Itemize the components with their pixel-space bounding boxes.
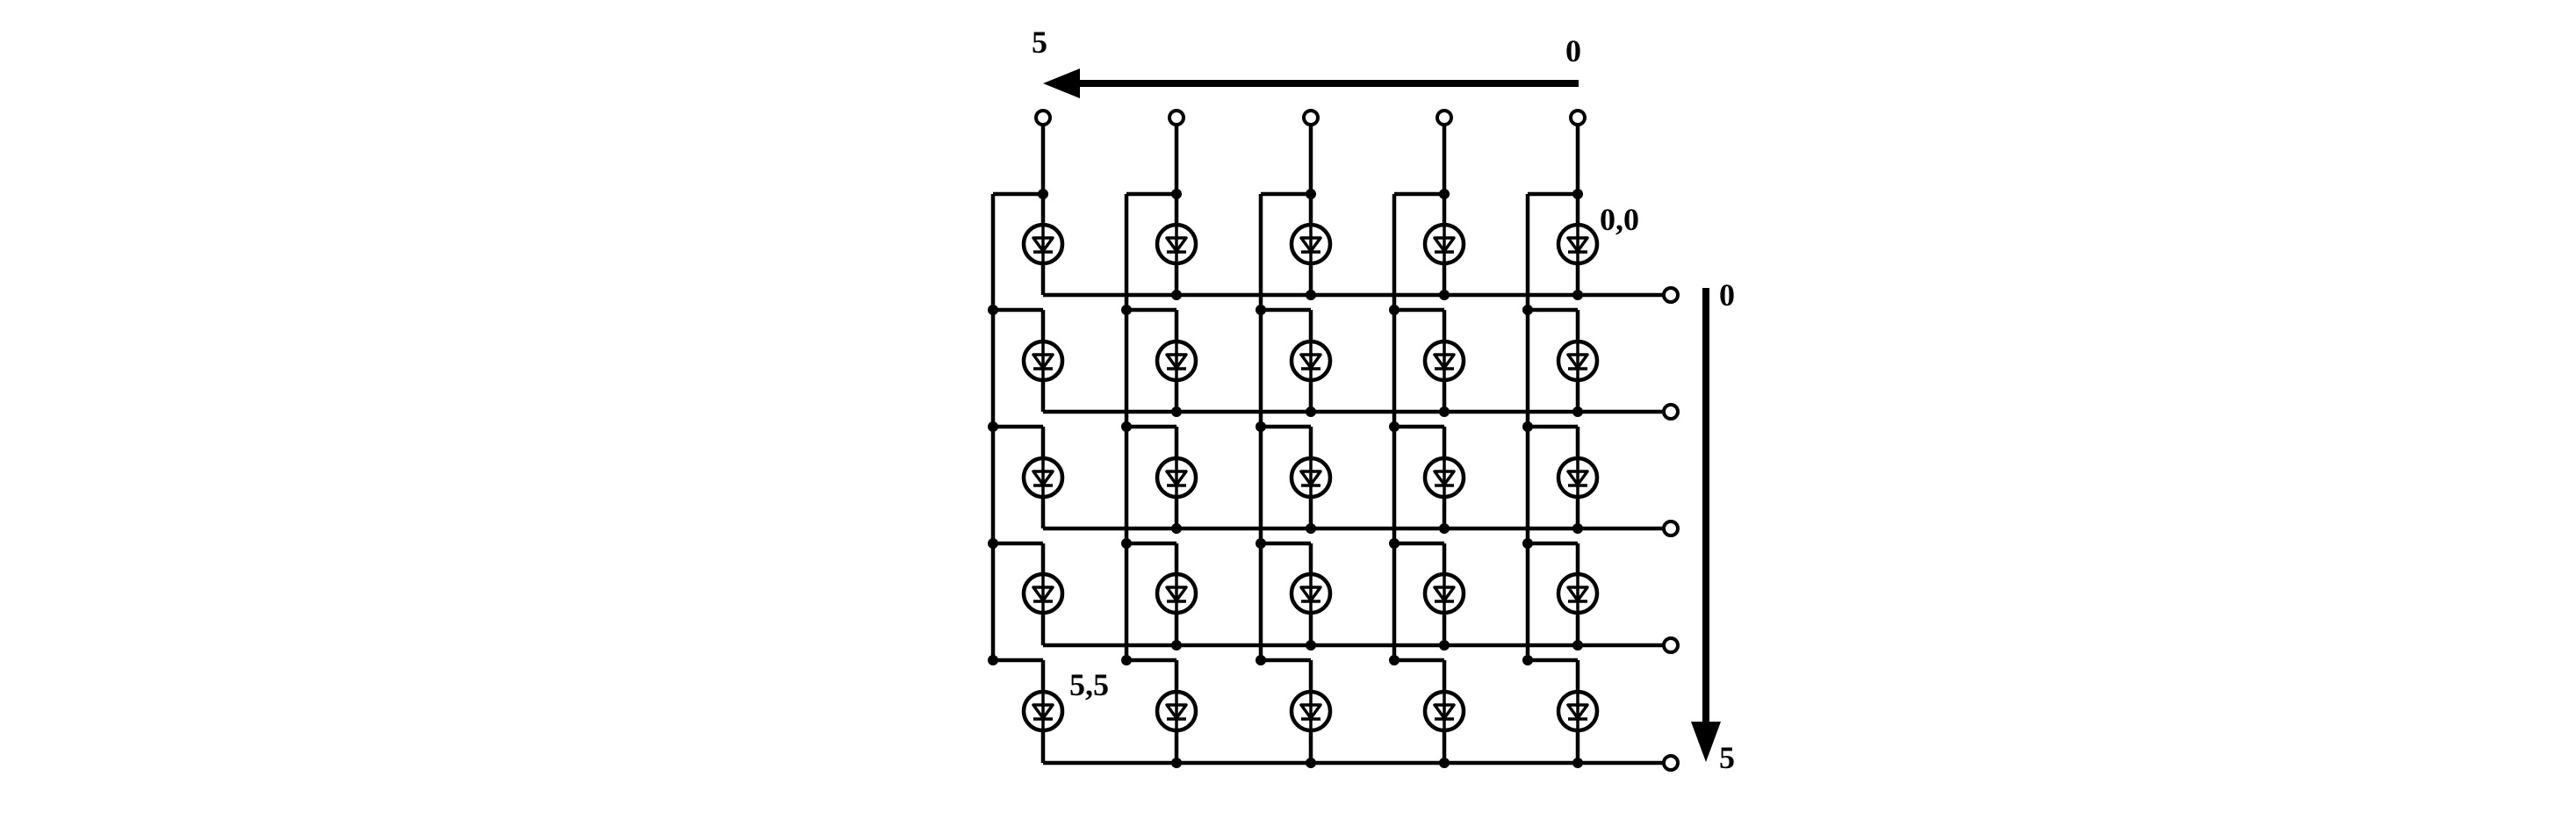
junction-dot — [1256, 538, 1266, 549]
led-icon — [1021, 222, 1065, 266]
junction-dot — [1306, 640, 1316, 651]
led-icon — [1021, 572, 1065, 615]
junction-dot — [1038, 189, 1048, 199]
column-axis-start-label: 0 — [1565, 33, 1581, 68]
led-icon — [1422, 456, 1466, 500]
junction-dot — [1171, 640, 1182, 651]
led-icon — [1556, 456, 1600, 500]
junction-dot — [1439, 758, 1450, 768]
junction-dot — [1389, 538, 1400, 549]
junction-dot — [988, 305, 998, 315]
led-icon — [1289, 222, 1333, 266]
junction-dot — [1171, 758, 1182, 768]
junction-dot — [1121, 305, 1132, 315]
junction-dot — [1389, 305, 1400, 315]
led-icon — [1422, 222, 1466, 266]
junction-dot — [1439, 523, 1450, 534]
column-terminal — [1034, 109, 1052, 126]
junction-dot — [1121, 421, 1132, 432]
led-icon — [1155, 689, 1198, 733]
row-terminal — [1662, 754, 1680, 772]
junction-dot — [1572, 189, 1583, 199]
column-terminal — [1302, 109, 1320, 126]
led-icon — [1155, 572, 1198, 615]
junction-dot — [1171, 406, 1182, 417]
junction-dot — [1121, 538, 1132, 549]
led-icon — [1289, 456, 1333, 500]
junction-dot — [1171, 523, 1182, 534]
junction-dots — [988, 189, 1583, 768]
led-grid — [1021, 222, 1600, 733]
junction-dot — [1389, 421, 1400, 432]
led-icon — [1289, 572, 1333, 615]
junction-dot — [1306, 523, 1316, 534]
terminals — [1034, 109, 1680, 772]
junction-dot — [988, 655, 998, 665]
led-icon — [1422, 339, 1466, 383]
junction-dot — [1522, 655, 1533, 665]
junction-dot — [1439, 189, 1450, 199]
junction-dot — [1572, 406, 1583, 417]
led-icon — [1556, 572, 1600, 615]
column-terminal — [1436, 109, 1453, 126]
junction-dot — [1306, 406, 1316, 417]
led-icon — [1556, 222, 1600, 266]
junction-dot — [1306, 189, 1316, 199]
junction-dot — [1256, 421, 1266, 432]
led-icon — [1021, 689, 1065, 733]
junction-dot — [1572, 290, 1583, 300]
column-terminal — [1168, 109, 1185, 126]
junction-dot — [1389, 655, 1400, 665]
led-icon — [1556, 689, 1600, 733]
column-axis-end-label: 5 — [1032, 25, 1047, 60]
led-icon — [1155, 222, 1198, 266]
junction-dot — [1121, 655, 1132, 665]
junction-dot — [988, 538, 998, 549]
row-terminal — [1662, 520, 1680, 537]
junction-dot — [1522, 538, 1533, 549]
junction-dot — [1256, 655, 1266, 665]
led-icon — [1422, 572, 1466, 615]
led-icon — [1289, 689, 1333, 733]
led-icon — [1155, 339, 1198, 383]
junction-dot — [1256, 305, 1266, 315]
junction-dot — [1171, 189, 1182, 199]
row-terminal — [1662, 286, 1680, 304]
junction-dot — [1572, 640, 1583, 651]
led-icon — [1021, 456, 1065, 500]
cell-label-last: 5,5 — [1069, 667, 1109, 702]
row-arrow-head — [1691, 722, 1721, 762]
junction-dot — [1522, 421, 1533, 432]
led-icon — [1021, 339, 1065, 383]
column-arrow-head — [1043, 68, 1080, 98]
column-terminal — [1569, 109, 1587, 126]
junction-dot — [1306, 290, 1316, 300]
junction-dot — [1572, 523, 1583, 534]
row-direction-arrow — [1691, 288, 1721, 762]
led-icon — [1155, 456, 1198, 500]
row-terminal — [1662, 636, 1680, 654]
junction-dot — [1439, 406, 1450, 417]
row-axis-end-label: 5 — [1719, 740, 1735, 775]
junction-dot — [1572, 758, 1583, 768]
column-direction-arrow — [1043, 68, 1579, 98]
junction-dot — [1439, 290, 1450, 300]
row-axis-start-label: 0 — [1719, 277, 1735, 313]
led-icon — [1556, 339, 1600, 383]
junction-dot — [1171, 290, 1182, 300]
cell-label-first: 0,0 — [1600, 202, 1639, 237]
junction-dot — [1306, 758, 1316, 768]
junction-dot — [1522, 305, 1533, 315]
led-icon — [1422, 689, 1466, 733]
junction-dot — [1439, 640, 1450, 651]
led-icon — [1289, 339, 1333, 383]
row-terminal — [1662, 403, 1680, 421]
junction-dot — [988, 421, 998, 432]
